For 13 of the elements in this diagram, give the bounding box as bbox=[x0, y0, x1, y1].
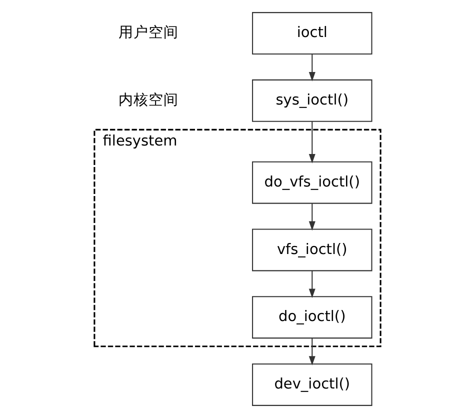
label: 内核空间 bbox=[118, 92, 178, 109]
node-box: ioctl bbox=[252, 12, 372, 55]
arrow bbox=[308, 204, 315, 231]
arrow bbox=[308, 121, 315, 164]
node-box: vfs_ioctl() bbox=[252, 228, 372, 272]
arrow bbox=[308, 54, 315, 82]
arrow bbox=[308, 270, 315, 298]
node-box: dev_ioctl() bbox=[252, 363, 372, 406]
label: 用户空间 bbox=[118, 25, 178, 42]
node-box: do_ioctl() bbox=[252, 296, 372, 339]
arrow bbox=[308, 338, 315, 366]
node-box: sys_ioctl() bbox=[252, 79, 372, 122]
node-box: do_vfs_ioctl() bbox=[252, 161, 372, 204]
